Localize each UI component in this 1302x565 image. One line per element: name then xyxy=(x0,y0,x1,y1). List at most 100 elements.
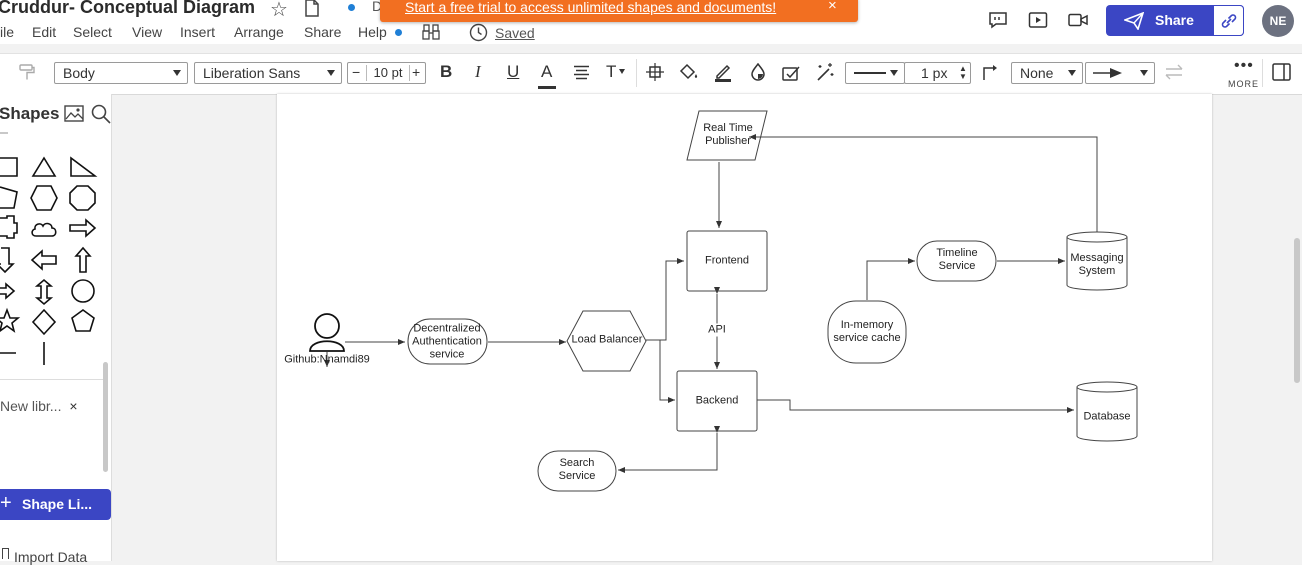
format-painter-icon[interactable] xyxy=(18,63,36,81)
line-style-preview xyxy=(854,72,886,74)
edge-backend-search xyxy=(618,426,720,473)
shapes-panel xyxy=(0,94,112,561)
bold-button[interactable]: B xyxy=(440,62,453,81)
swap-arrows-icon[interactable] xyxy=(1164,64,1184,80)
diamond-shape-icon xyxy=(31,308,57,336)
new-library-item[interactable]: New libr... × xyxy=(0,398,78,414)
menu-edit[interactable]: Edit xyxy=(32,24,57,40)
import-data-icon[interactable] xyxy=(2,548,9,559)
image-icon[interactable] xyxy=(64,105,84,122)
stepper-arrows-icon[interactable]: ▲▼ xyxy=(959,64,967,81)
text-style-select[interactable]: Body xyxy=(54,62,188,84)
right-arrow-shape-icon xyxy=(69,218,97,238)
menu-share[interactable]: Share xyxy=(304,24,342,40)
line-color-icon[interactable] xyxy=(713,62,733,82)
chevron-down-icon[interactable] xyxy=(619,69,625,74)
style-icon[interactable] xyxy=(781,62,801,82)
realtime-publisher-node xyxy=(686,110,768,161)
video-icon[interactable] xyxy=(1068,12,1088,28)
line-end-select[interactable] xyxy=(1085,62,1155,84)
font-size-value[interactable]: 10 pt xyxy=(366,65,410,81)
menu-file[interactable]: ile xyxy=(0,24,15,40)
fill-color-icon[interactable] xyxy=(679,63,699,81)
search-icon[interactable] xyxy=(91,104,111,124)
shape-position-icon[interactable] xyxy=(646,63,664,81)
more-label[interactable]: MORE xyxy=(1228,79,1259,89)
align-icon[interactable] xyxy=(573,65,590,80)
line-shape-icon[interactable] xyxy=(982,63,1000,81)
triangle-shape-icon xyxy=(31,156,57,177)
backend-label: Backend xyxy=(695,394,739,407)
font-size-stepper[interactable]: − 10 pt + xyxy=(347,62,426,84)
promo-link[interactable]: Start a free trial to access unlimited s… xyxy=(405,0,777,15)
plus-icon: + xyxy=(0,492,12,514)
text-style-value: Body xyxy=(63,65,95,81)
pentagon-shape-icon xyxy=(0,186,18,209)
saved-status[interactable]: Saved xyxy=(495,25,535,41)
shapes-panel-title: Shapes xyxy=(0,104,60,123)
copy-link-button[interactable] xyxy=(1213,5,1244,36)
frontend-node xyxy=(686,230,768,292)
underline-button[interactable]: U xyxy=(507,62,520,81)
messaging-system-node xyxy=(1066,237,1128,291)
line-width-select[interactable]: 1 px ▲▼ xyxy=(904,62,971,84)
more-icon[interactable]: ••• xyxy=(1234,57,1254,74)
share-button[interactable]: Share xyxy=(1106,5,1244,36)
menu-insert[interactable]: Insert xyxy=(180,24,216,40)
font-family-select[interactable]: Liberation Sans xyxy=(194,62,342,84)
menu-arrange[interactable]: Arrange xyxy=(234,24,284,40)
text-color-button[interactable]: A xyxy=(541,62,553,81)
menu-view[interactable]: View xyxy=(132,24,163,40)
backend-node xyxy=(676,370,758,432)
timeline-service-node xyxy=(916,240,997,282)
font-size-decrease[interactable]: − xyxy=(352,64,361,80)
font-size-increase[interactable]: + xyxy=(412,64,421,80)
canvas-page[interactable] xyxy=(277,94,1212,561)
panel-scrollbar[interactable] xyxy=(103,362,108,472)
document-title[interactable]: Cruddur- Conceptual Diagram xyxy=(0,0,256,17)
shape-library-button[interactable]: + Shape Li... xyxy=(0,489,111,520)
shape-palette[interactable] xyxy=(0,130,104,370)
line-style-select[interactable] xyxy=(845,62,905,84)
line-start-select[interactable]: None xyxy=(1011,62,1083,84)
star-shape-icon xyxy=(0,307,21,333)
present-icon[interactable] xyxy=(1028,11,1048,29)
document-icon[interactable] xyxy=(304,0,320,17)
edge-messaging-to-publisher xyxy=(749,134,1098,232)
text-options-button[interactable]: T xyxy=(606,62,617,81)
magic-wand-icon[interactable] xyxy=(815,62,835,82)
search-service-node xyxy=(537,450,617,492)
avatar[interactable]: NE xyxy=(1262,5,1294,37)
database-label: Database xyxy=(1083,410,1131,423)
frontend-label: Frontend xyxy=(704,254,750,267)
comments-icon[interactable] xyxy=(988,11,1008,29)
square-shape-icon xyxy=(0,157,18,177)
star-icon[interactable]: ☆ xyxy=(270,0,288,21)
load-balancer-node xyxy=(566,310,647,372)
new-library-close-icon[interactable]: × xyxy=(69,398,78,414)
doc-label-truncated: D xyxy=(372,0,383,14)
cross-shape-icon xyxy=(0,215,18,239)
database-node xyxy=(1076,387,1138,442)
edge-lb-to-backend xyxy=(646,339,675,403)
panel-toggle-icon[interactable] xyxy=(1272,63,1291,81)
binoculars-icon[interactable] xyxy=(422,23,440,41)
share-label: Share xyxy=(1155,12,1194,28)
clock-icon[interactable] xyxy=(469,23,488,42)
opacity-icon[interactable] xyxy=(750,63,766,81)
octagon-shape-icon xyxy=(69,185,96,211)
menu-select[interactable]: Select xyxy=(73,24,112,40)
italic-button[interactable]: I xyxy=(475,62,481,81)
canvas-scrollbar[interactable] xyxy=(1294,238,1300,383)
down-arrow-shape-icon xyxy=(0,247,15,274)
menu-help[interactable]: Help xyxy=(358,24,387,40)
promo-close-icon[interactable]: × xyxy=(828,0,837,14)
right-arrow-small-icon xyxy=(0,282,16,300)
user-label: Github:Nnamdi89 xyxy=(284,353,370,366)
arrow-end-icon xyxy=(1093,68,1122,78)
